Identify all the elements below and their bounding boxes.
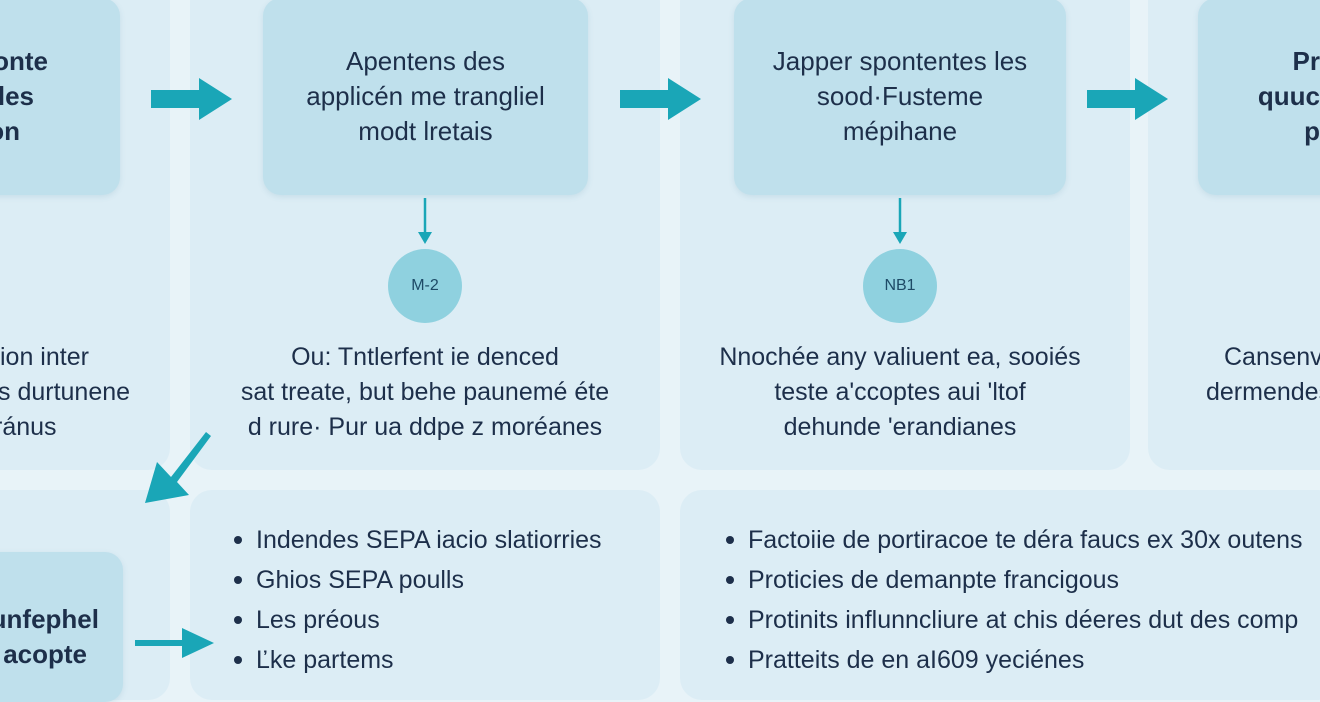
step-box-1: onte les on bbox=[0, 0, 120, 195]
description-3-line-1: Nnochée any valiuent ea, sooiés bbox=[719, 343, 1081, 371]
step-4-line-3: p bbox=[1304, 116, 1320, 146]
arrow-right-icon bbox=[151, 78, 232, 120]
description-3-line-3: dehunde 'erandianes bbox=[783, 413, 1017, 441]
panel-row2-col3 bbox=[680, 490, 1320, 700]
step-box-3: Japper spontentes les sood·Fusteme mépih… bbox=[734, 0, 1066, 195]
bottom-box-line-1: unfephel bbox=[0, 604, 99, 634]
description-1-line-3: ránus bbox=[0, 413, 57, 441]
badge-step-2: M-2 bbox=[388, 249, 462, 323]
list-item: Indendes SEPA iacio slatiorries bbox=[234, 520, 602, 560]
description-4-line-2: dermendes bbox=[1206, 378, 1320, 406]
badge-step-3: NB1 bbox=[863, 249, 937, 323]
step-1-line-2: les bbox=[0, 81, 34, 111]
panel-row2-col2 bbox=[190, 490, 660, 700]
description-1: ion inter s durtunene ránus bbox=[0, 340, 130, 445]
step-box-2: Apentens des applicén me trangliel modt … bbox=[263, 0, 588, 195]
bottom-box-line-2: acopte bbox=[3, 639, 87, 669]
bullet-list-right: Factoiie de portiracoe te déra faucs ex … bbox=[726, 520, 1320, 680]
step-1-line-1: onte bbox=[0, 46, 48, 76]
step-2-line-2: applicén me trangliel bbox=[306, 81, 545, 111]
step-2-line-3: modt lretais bbox=[358, 116, 493, 146]
description-2-line-2: sat treate, but behe paunemé éte bbox=[240, 378, 610, 406]
arrow-right-icon bbox=[1087, 78, 1168, 120]
arrow-down-left-icon bbox=[145, 432, 211, 503]
description-1-line-2: s durtunene bbox=[0, 378, 131, 406]
list-item: Protinits influnncliure at chis déeres d… bbox=[726, 600, 1320, 640]
description-4-line-1: Cansenv bbox=[1224, 343, 1320, 371]
arrow-right-icon bbox=[135, 628, 214, 658]
list-item: Pratteits de en aI609 yeciénes bbox=[726, 640, 1320, 680]
step-1-line-3: on bbox=[0, 116, 20, 146]
step-3-line-2: sood·Fusteme bbox=[816, 81, 984, 111]
description-4: Cansenv dermendes bbox=[1202, 340, 1320, 410]
list-item: Proticies de demanpte francigous bbox=[726, 560, 1320, 600]
list-item: Ghios SEPA poulls bbox=[234, 560, 602, 600]
step-box-4: Pr quuc p bbox=[1198, 0, 1320, 195]
list-item: Factoiie de portiracoe te déra faucs ex … bbox=[726, 520, 1320, 560]
step-2-line-1: Apentens des bbox=[345, 46, 505, 76]
description-2: Ou: Tntlerfent ie denced sat treate, but… bbox=[215, 340, 635, 445]
description-2-line-3: d rure· Pur ua ddpe z moréanes bbox=[247, 413, 603, 441]
description-1-line-1: ion inter bbox=[0, 343, 89, 371]
step-3-line-1: Japper spontentes les bbox=[772, 46, 1028, 76]
description-2-line-1: Ou: Tntlerfent ie denced bbox=[291, 343, 559, 371]
bottom-step-box: unfephel acopte bbox=[0, 552, 123, 702]
step-4-line-2: quuc bbox=[1257, 81, 1320, 111]
list-item: Ľke partems bbox=[234, 640, 602, 680]
arrow-right-icon bbox=[620, 78, 701, 120]
description-3-line-2: teste a'ccoptes aui 'ltof bbox=[774, 378, 1026, 406]
step-4-line-1: Pr bbox=[1292, 46, 1320, 76]
list-item: Les préous bbox=[234, 600, 602, 640]
connector-arrows bbox=[135, 78, 1168, 658]
step-3-line-3: mépihane bbox=[842, 116, 958, 146]
bullet-list-left: Indendes SEPA iacio slatiorries Ghios SE… bbox=[234, 520, 602, 680]
description-3: Nnochée any valiuent ea, sooiés teste a'… bbox=[695, 340, 1105, 445]
